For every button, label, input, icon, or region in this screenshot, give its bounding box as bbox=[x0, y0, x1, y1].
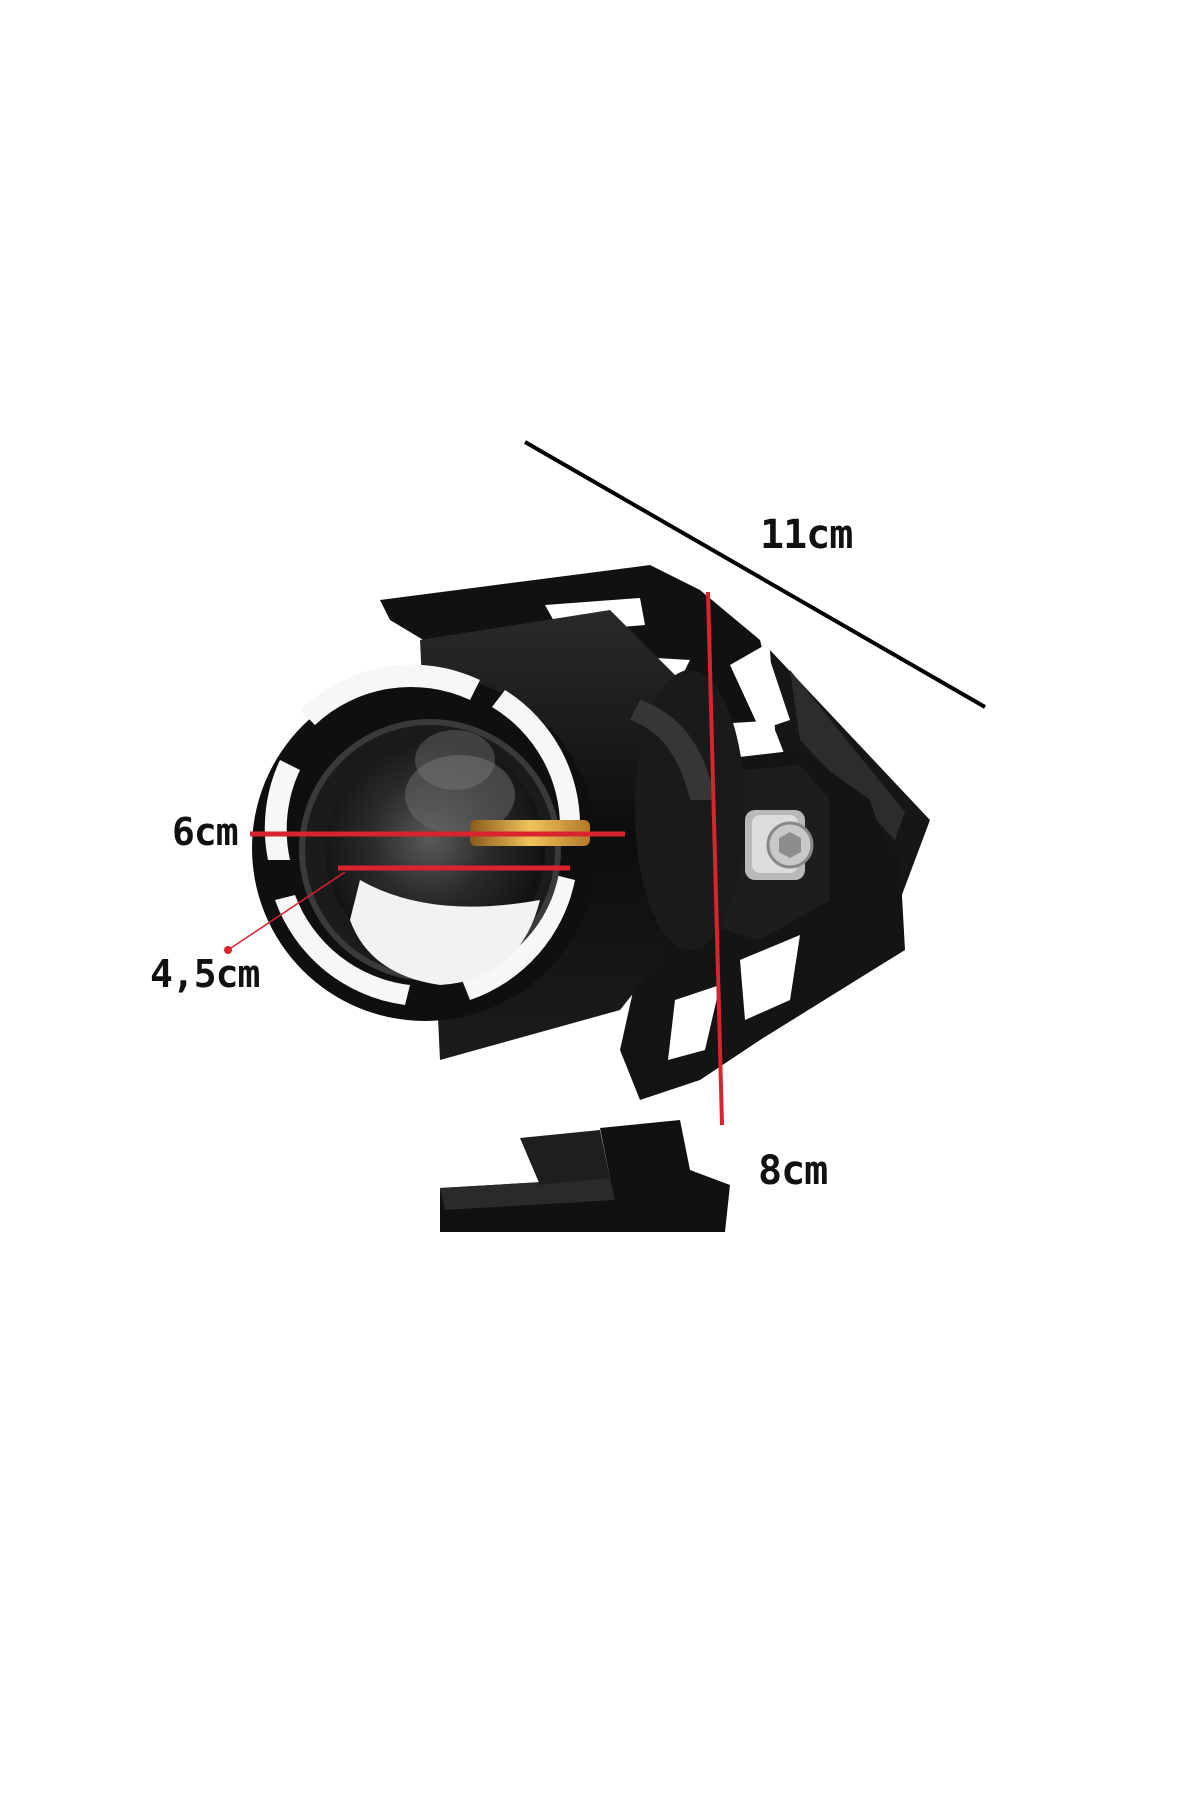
length-dimension-label: 11cm bbox=[760, 512, 853, 558]
height-dimension-label: 8cm bbox=[758, 1148, 828, 1194]
front-lens-assembly bbox=[252, 664, 598, 1021]
inner-lens-leader-dot bbox=[224, 946, 232, 954]
inner-lens-leader-line bbox=[227, 871, 346, 951]
inner-lens-dimension-label: 4,5cm bbox=[150, 952, 260, 996]
bolt-icon bbox=[745, 810, 814, 880]
height-measure-line bbox=[706, 591, 724, 1126]
outer-lens-dimension-label: 6cm bbox=[172, 810, 239, 854]
length-measure-line bbox=[524, 440, 986, 709]
mounting-foot bbox=[440, 1120, 730, 1232]
measurement-lines bbox=[224, 440, 986, 1126]
